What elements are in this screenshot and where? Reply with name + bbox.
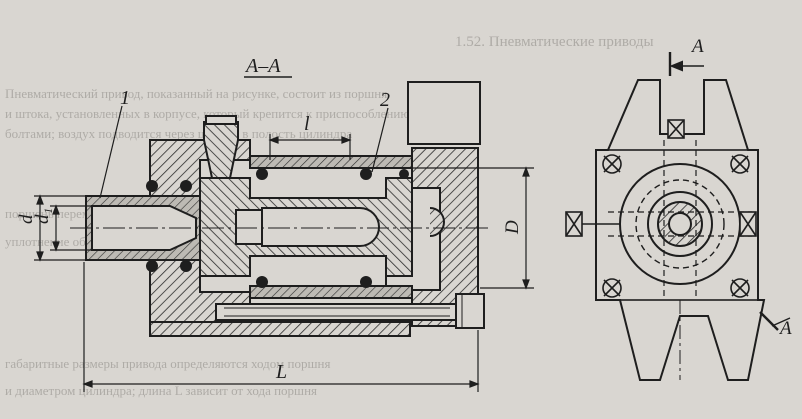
piston-bore-neck — [235, 209, 263, 245]
cylinder-wall-bottom — [249, 285, 413, 299]
flange-port — [429, 207, 445, 237]
bleed-line: болтами; воздух подводится через штуцер … — [5, 126, 352, 141]
o-ring-seal — [360, 168, 372, 180]
o-ring-seal — [399, 169, 409, 179]
tie-bolt — [215, 293, 485, 329]
end-view: A — [565, 36, 792, 381]
o-ring-seal — [256, 168, 268, 180]
cut-line-bottom — [759, 311, 779, 331]
part-leaders: 1 2 — [99, 87, 390, 199]
o-ring-seal — [180, 260, 192, 272]
dashed-circle — [635, 179, 725, 269]
arrow-head — [669, 60, 683, 72]
boss-circle — [647, 191, 713, 257]
fitting-head — [205, 115, 237, 125]
bleed-line: Пневматический привод, показанный на рис… — [5, 86, 387, 101]
section-view: A–A — [16, 55, 534, 392]
stroke-label: l — [304, 113, 310, 135]
view-marker-top: A — [690, 36, 704, 57]
rod-outer-label: d — [16, 214, 37, 224]
bore-dimension: D — [412, 166, 534, 290]
view-marker-bottom: A — [778, 318, 792, 339]
stroke-dimension: l — [268, 113, 352, 160]
view-arrow-bottom — [771, 317, 791, 327]
cylinder-wall-top — [249, 155, 413, 169]
o-ring-seal — [146, 260, 158, 272]
seal-group — [146, 168, 409, 288]
section-label: A–A — [244, 55, 281, 77]
bleed-line: и диаметром цилиндра; длина L зависит от… — [5, 383, 317, 398]
o-ring-seal — [360, 276, 372, 288]
flange-lug — [407, 81, 481, 145]
length-label: L — [275, 361, 287, 383]
o-ring-seal — [146, 180, 158, 192]
o-ring-seal — [180, 180, 192, 192]
length-dimension: L — [82, 262, 480, 392]
side-fittings — [565, 119, 757, 237]
rod-bore-circle — [668, 212, 692, 236]
air-fitting — [203, 121, 239, 179]
bleed-line: габаритные размеры привода определяются … — [5, 356, 330, 371]
bleed-line: и штока, установленных в корпусе, которы… — [5, 106, 410, 121]
bleed-heading: 1.52. Пневматические приводы — [455, 34, 654, 50]
bore-label: D — [502, 220, 523, 235]
part-label-2: 2 — [380, 89, 390, 111]
piston-bore — [261, 207, 380, 247]
part-label-1: 1 — [120, 87, 130, 109]
o-ring-seal — [256, 276, 268, 288]
rod-dimension: d d₁ — [16, 194, 92, 262]
hidden-lines — [608, 140, 752, 300]
rod-inner-label: d₁ — [32, 208, 53, 224]
bolt-holes — [602, 154, 750, 298]
housing-base — [149, 321, 411, 337]
flange-square — [595, 149, 759, 301]
